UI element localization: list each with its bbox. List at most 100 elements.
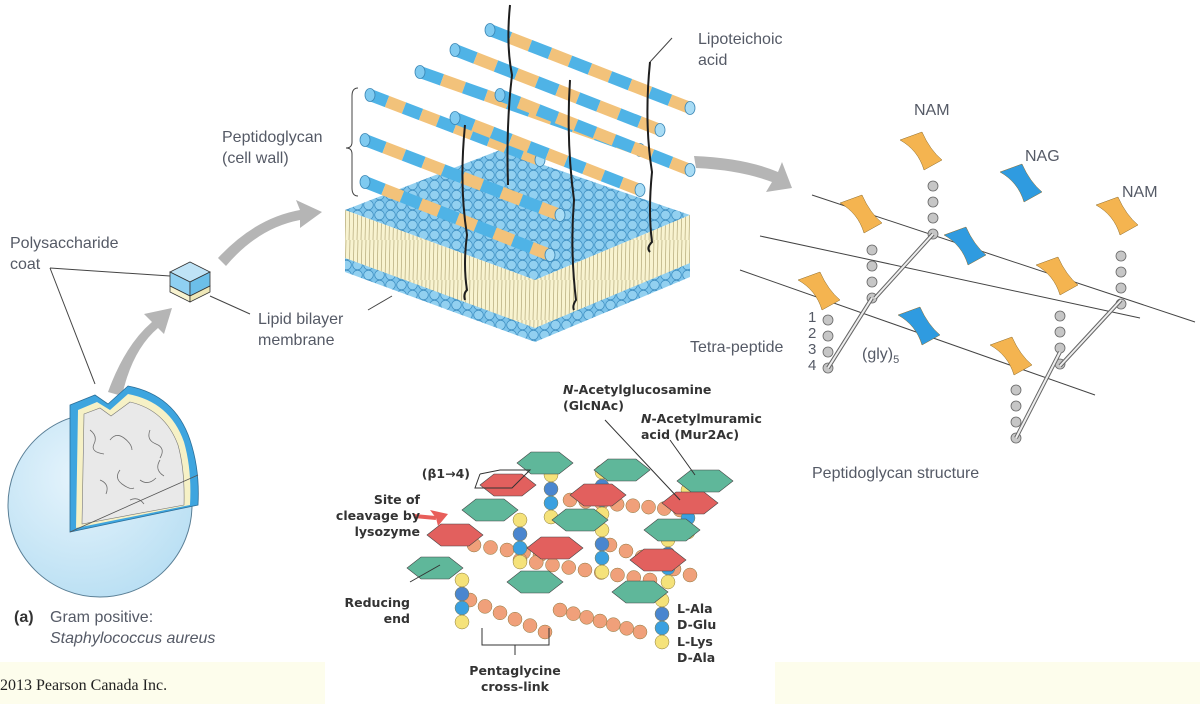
rod-end-cap xyxy=(359,175,371,189)
pentaglycine-label-l2: cross-link xyxy=(480,679,549,694)
rod-segment xyxy=(587,63,613,83)
peptide-bead xyxy=(927,196,939,208)
rod-end-cap xyxy=(364,88,376,102)
rod-segment xyxy=(535,104,560,124)
peptide-bead xyxy=(1010,416,1022,428)
peptidoglycan-rod xyxy=(484,23,696,115)
murnac-sugar xyxy=(426,523,484,547)
rod-end-cap xyxy=(449,111,461,125)
peptide-bead xyxy=(822,314,834,326)
panel-a-caption-l1: Gram positive: xyxy=(50,609,154,626)
rod-segment xyxy=(440,164,465,184)
amino-acid-3: L-Lys xyxy=(677,634,713,649)
cell-cutaway-illustration xyxy=(7,385,199,598)
nam-label-top: NAM xyxy=(914,102,950,119)
d-ala-bead xyxy=(654,634,670,650)
peptide-number-4: 4 xyxy=(808,357,817,374)
glcnac-name: -Acetylglucosamine xyxy=(573,382,712,397)
rod-segment xyxy=(596,100,622,120)
glycine-bead xyxy=(619,621,634,636)
glycine-bridge-inner xyxy=(827,297,873,369)
peptide-bead xyxy=(1054,310,1066,322)
rod-segment xyxy=(600,170,624,189)
murnac-sugar xyxy=(479,473,537,497)
d-ala-bead xyxy=(594,564,610,580)
rod-segment xyxy=(492,227,516,246)
rod-segment xyxy=(563,155,587,174)
rod-end-cap xyxy=(654,123,666,137)
murnac-italic-n: N xyxy=(641,411,652,426)
rod-segment xyxy=(381,183,405,203)
lipid-bilayer-label-l2: membrane xyxy=(258,332,335,349)
reducing-end-label-l1: Reducing xyxy=(344,595,411,610)
glycine-bead xyxy=(682,567,698,583)
tetra-peptide-label: Tetra-peptide xyxy=(690,339,784,356)
peptidoglycan-rod xyxy=(359,175,556,262)
glycine-bead xyxy=(618,543,634,559)
rod-segment xyxy=(573,119,598,139)
peptidoglycan-label-l1: Peptidoglycan xyxy=(222,129,323,146)
amino-acid-1: L-Ala xyxy=(677,601,713,616)
rod-segment xyxy=(547,47,573,67)
gly5-base: (gly) xyxy=(862,346,894,363)
rod-segment xyxy=(461,81,489,102)
rod-segment xyxy=(493,60,519,80)
glycine-bead xyxy=(552,602,568,618)
glycine-bead xyxy=(545,557,560,573)
nam-sugar xyxy=(899,131,943,171)
glycine-bead xyxy=(566,606,581,621)
nag-label: NAG xyxy=(1025,148,1060,165)
nag-sugar xyxy=(999,163,1043,203)
reducing-end-label-l2: end xyxy=(383,611,410,626)
l-ala-bead xyxy=(512,512,528,528)
rod-end-cap xyxy=(554,208,566,222)
gly5-subscript: 5 xyxy=(893,354,900,367)
amino-acid-4: D-Ala xyxy=(677,650,716,665)
peptidoglycan-rod xyxy=(449,111,646,197)
peptide-bead xyxy=(822,330,834,342)
nam-sugar xyxy=(1095,196,1139,236)
structure-caption: Peptidoglycan structure xyxy=(812,465,980,482)
murnac-label-l2: acid (Mur2Ac) xyxy=(641,427,740,442)
glycine-bead xyxy=(579,610,594,625)
rod-segment xyxy=(479,179,504,199)
peptide-bead xyxy=(1010,400,1022,412)
peptide-bead xyxy=(1115,250,1127,262)
rod-segment xyxy=(435,115,458,134)
rod-segment xyxy=(460,171,485,191)
l-ala-bead xyxy=(454,572,470,588)
glycine-bead xyxy=(522,618,538,633)
rod-segment xyxy=(514,68,540,88)
glcnac-label-l1: N-Acetylglucosamine xyxy=(563,382,711,398)
lipid-bilayer-block xyxy=(345,150,690,342)
rod-segment xyxy=(555,84,581,104)
peptidoglycan-rod xyxy=(494,88,696,177)
rod-segment xyxy=(455,212,479,232)
murnac-sugar xyxy=(661,491,719,515)
rod-segment xyxy=(473,52,499,72)
rod-segment xyxy=(418,198,442,217)
rod-segment xyxy=(516,96,541,116)
nam-sugar xyxy=(1035,256,1079,296)
glcnac-sugar xyxy=(551,508,609,532)
amino-acid-2: D-Glu xyxy=(677,617,717,632)
glycine-bridge-inner xyxy=(874,233,934,299)
gly5-label: (gly)5 xyxy=(862,345,899,370)
peptide-bead xyxy=(1054,326,1066,338)
peptide-number-3: 3 xyxy=(808,341,817,358)
peptide-bead xyxy=(1010,384,1022,396)
cleavage-label-l3: lysozyme xyxy=(354,524,420,539)
rod-segment xyxy=(527,40,553,59)
rod-end-cap xyxy=(359,133,371,147)
cleavage-label-l1: Site of xyxy=(373,492,420,507)
rod-segment xyxy=(384,95,407,114)
glycine-bridge-inner xyxy=(1015,351,1061,439)
peptidoglycan-structure-panel xyxy=(739,131,1196,444)
peptide-bead xyxy=(927,212,939,224)
rod-segment xyxy=(554,111,579,131)
rod-segment xyxy=(545,148,569,167)
glycine-bead xyxy=(483,540,498,555)
glcnac-sugar xyxy=(506,570,564,594)
glycine-bead xyxy=(641,499,656,515)
peptide-number-2: 2 xyxy=(808,325,817,342)
